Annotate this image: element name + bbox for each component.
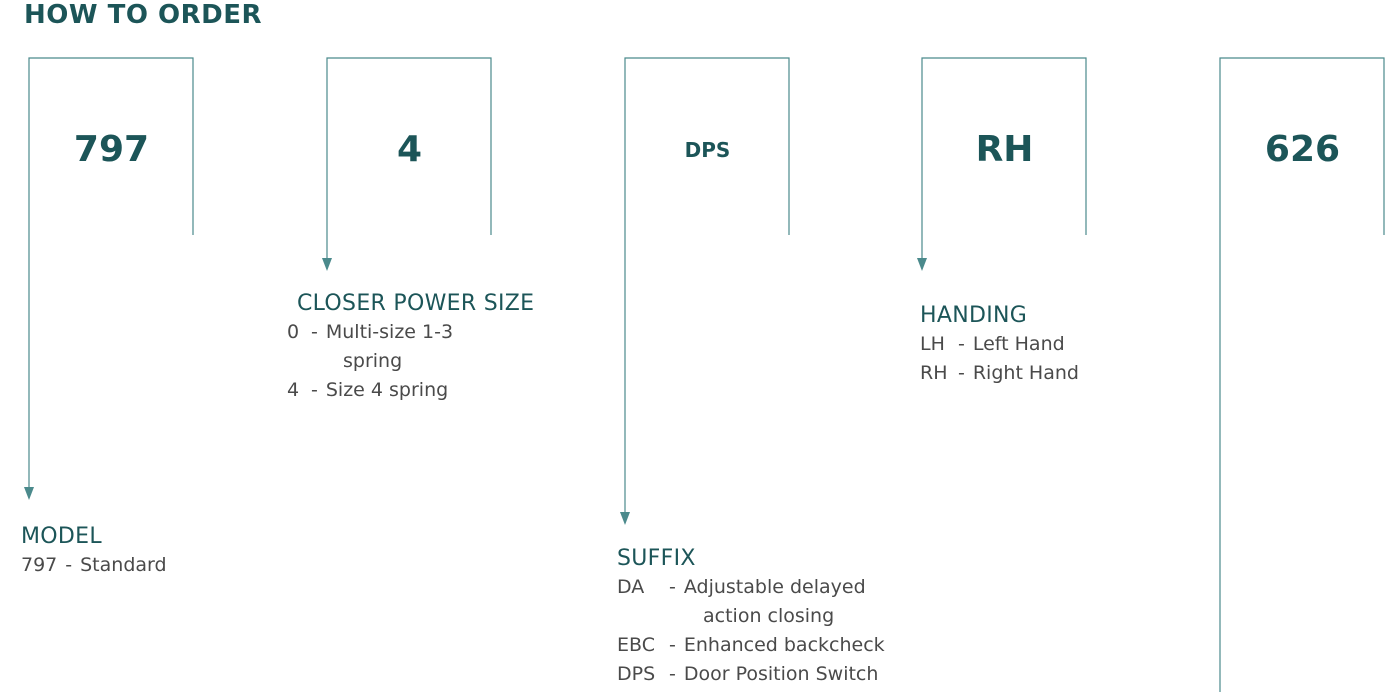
suffix-heading: SUFFIX — [617, 546, 696, 571]
arrow-power-icon — [322, 258, 332, 271]
power-option: 4 - Size 4 spring — [287, 376, 534, 405]
option-code: LH — [920, 333, 945, 355]
power-option: 0 - Multi-size 1-3 — [287, 318, 534, 347]
model-section: MODEL 797 - Standard — [21, 523, 167, 580]
option-desc-cont: action closing — [703, 605, 835, 627]
option-separator: - — [65, 554, 73, 576]
bracket-power — [326, 57, 492, 258]
option-desc: Left Hand — [972, 333, 1065, 355]
model-heading: MODEL — [21, 524, 102, 549]
arrow-model-icon — [24, 487, 34, 500]
suffix-option: DPS - Door Position Switch — [617, 660, 885, 689]
option-separator: - — [958, 362, 965, 384]
option-desc: Size 4 spring — [325, 379, 449, 401]
option-separator: - — [311, 379, 318, 401]
option-desc-cont: spring — [343, 350, 403, 372]
bracket-handing — [921, 57, 1087, 258]
power-heading: CLOSER POWER SIZE — [297, 291, 535, 316]
handing-option: RH - Right Hand — [920, 359, 1079, 388]
suffix-section: SUFFIX DA - Adjustable delayed action cl… — [617, 545, 885, 689]
suffix-option-cont: action closing — [617, 602, 885, 631]
suffix-option: EBC - Enhanced backcheck — [617, 631, 885, 660]
option-separator: - — [311, 321, 318, 343]
option-separator: - — [669, 576, 676, 598]
code-finish: 626 — [1264, 129, 1341, 170]
bracket-finish — [1219, 57, 1385, 692]
code-suffix: DPS — [684, 138, 731, 162]
arrow-handing-icon — [917, 258, 927, 271]
option-code: 0 — [287, 321, 300, 343]
option-code: DPS — [617, 663, 656, 685]
option-separator: - — [669, 663, 676, 685]
bracket-model — [28, 57, 194, 487]
option-desc: Right Hand — [972, 362, 1079, 384]
option-desc: Adjustable delayed — [683, 576, 866, 598]
suffix-option: DA - Adjustable delayed — [617, 573, 885, 602]
handing-section: HANDING LH - Left Hand RH - Right Hand — [920, 302, 1079, 388]
code-model: 797 — [73, 129, 150, 170]
handing-option: LH - Left Hand — [920, 330, 1079, 359]
model-option: 797 - Standard — [21, 551, 167, 580]
option-code: 4 — [287, 379, 300, 401]
option-code: RH — [920, 362, 948, 384]
page-title: HOW TO ORDER — [24, 0, 262, 30]
option-desc: Door Position Switch — [683, 663, 879, 685]
option-separator: - — [669, 634, 676, 656]
power-section: CLOSER POWER SIZE 0 - Multi-size 1-3 spr… — [287, 290, 534, 405]
code-handing: RH — [975, 129, 1034, 170]
option-separator: - — [958, 333, 965, 355]
option-desc: Enhanced backcheck — [683, 634, 885, 656]
code-power: 4 — [396, 129, 423, 170]
option-desc: Multi-size 1-3 — [325, 321, 454, 343]
handing-heading: HANDING — [920, 303, 1028, 328]
option-desc: Standard — [80, 554, 167, 576]
option-code: 797 — [21, 554, 58, 576]
option-code: DA — [617, 576, 645, 598]
option-code: EBC — [617, 634, 655, 656]
power-option-cont: spring — [287, 347, 534, 376]
arrow-suffix-icon — [620, 512, 630, 525]
bracket-suffix — [624, 57, 790, 512]
